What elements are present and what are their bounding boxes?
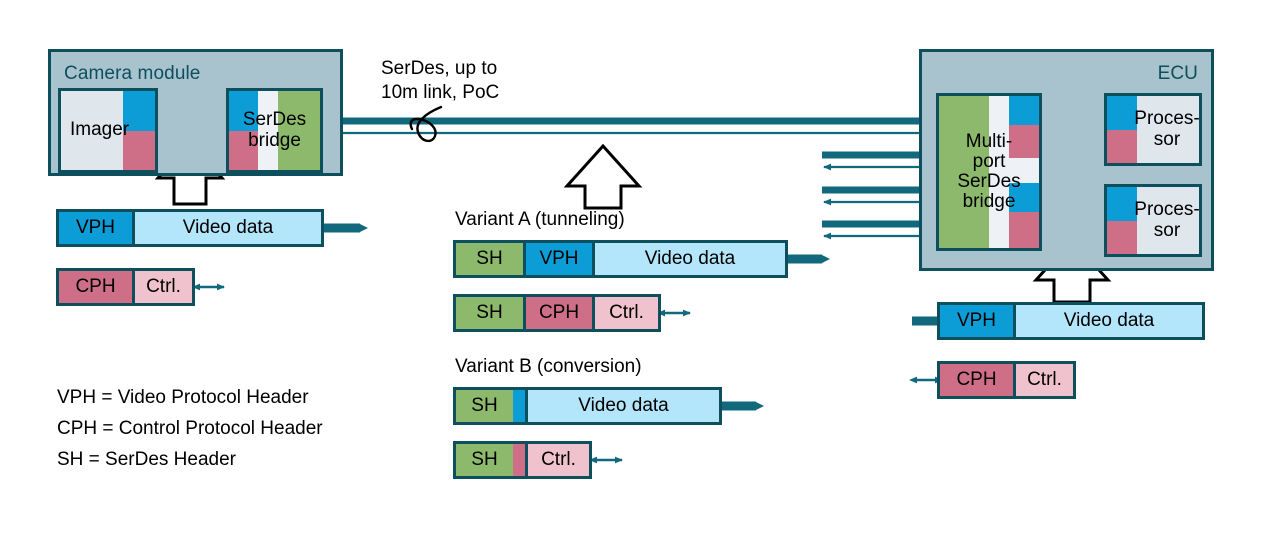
variant-b-video-payload: Video data [525, 390, 719, 422]
variant-a-ctrl-sh: SH [456, 297, 523, 329]
ecu-processor-1-box[interactable]: Proces- sor [1104, 93, 1202, 166]
ecu-ctrl-packet: CPH Ctrl. [937, 361, 1076, 399]
ecu-video-packet-vph: VPH [940, 305, 1013, 337]
serdes-stripe-band [229, 91, 259, 170]
serdes-link-label: SerDes, up to 10m link, PoC [381, 57, 499, 105]
bridge-port1-control [1009, 124, 1039, 159]
callout-arrow-center [563, 143, 643, 210]
bridge-port-stripe-band [1009, 96, 1039, 248]
ecu-processor-2-box[interactable]: Proces- sor [1104, 184, 1202, 257]
variant-b-video-sh: SH [456, 390, 513, 422]
camera-module-title: Camera module [64, 63, 201, 84]
variant-a-video-sh: SH [456, 243, 523, 275]
processor2-stripe-band [1107, 187, 1138, 254]
camera-ctrl-packet-cph: CPH [59, 271, 132, 303]
imager-stripe-band [123, 91, 155, 170]
imager-box[interactable]: Imager [58, 88, 158, 173]
serdes-link-label-line1: SerDes, up to [381, 58, 498, 79]
legend: VPH = Video Protocol Header CPH = Contro… [57, 387, 323, 471]
bridge-green-band [939, 96, 989, 248]
bridge-port2-control [1009, 211, 1039, 248]
variant-a-video-payload: Video data [592, 243, 785, 275]
variant-a-ctrl-packet: SH CPH Ctrl. [453, 294, 661, 332]
ecu-title: ECU [1157, 63, 1198, 84]
variant-a-video-packet: SH VPH Video data [453, 240, 788, 278]
variant-a-video-vph: VPH [523, 243, 592, 275]
processor2-body-band [1137, 187, 1199, 254]
variant-a-ctrl-payload: Ctrl. [592, 297, 658, 329]
variant-a-ctrl-cph: CPH [523, 297, 592, 329]
processor1-body-band [1137, 96, 1199, 163]
bridge-white-band [989, 96, 1009, 248]
bridge-port2-video [1009, 182, 1039, 212]
camera-ctrl-packet: CPH Ctrl. [56, 268, 195, 306]
camera-ctrl-packet-payload: Ctrl. [132, 271, 192, 303]
variant-b-video-sliver [513, 390, 525, 422]
variant-b-ctrl-sliver [513, 444, 525, 476]
processor1-stripe-band [1107, 96, 1138, 163]
variant-b-ctrl-payload: Ctrl. [525, 444, 589, 476]
ecu-video-packet-payload: Video data [1013, 305, 1202, 337]
serdes-white-band [258, 91, 279, 170]
camera-video-packet-payload: Video data [132, 212, 321, 244]
bridge-port1-video [1009, 96, 1039, 125]
imager-body-band [61, 91, 124, 170]
variant-b-video-packet: SH Video data [453, 387, 722, 425]
ecu-video-packet: VPH Video data [937, 302, 1205, 340]
variant-a-title: Variant A (tunneling) [455, 209, 625, 230]
ecu-ctrl-packet-cph: CPH [940, 364, 1013, 396]
legend-line-vph: VPH = Video Protocol Header [57, 387, 309, 408]
camera-video-packet-vph: VPH [59, 212, 132, 244]
cable-loop-icon [409, 105, 443, 143]
ecu-multiport-serdes-bridge-box[interactable]: Multi- port SerDes bridge [936, 93, 1042, 251]
variant-b-ctrl-packet: SH Ctrl. [453, 441, 592, 479]
bridge-gap [1009, 158, 1039, 183]
serdes-link-label-line2: 10m link, PoC [381, 81, 500, 103]
serdes-green-band [278, 91, 320, 170]
camera-serdes-bridge-box[interactable]: SerDes bridge [226, 88, 323, 173]
variant-b-title: Variant B (conversion) [455, 356, 642, 377]
camera-video-packet: VPH Video data [56, 209, 324, 247]
ecu-ctrl-packet-payload: Ctrl. [1013, 364, 1073, 396]
legend-line-sh: SH = SerDes Header [57, 449, 236, 470]
legend-line-cph: CPH = Control Protocol Header [57, 418, 323, 439]
variant-b-ctrl-sh: SH [456, 444, 513, 476]
